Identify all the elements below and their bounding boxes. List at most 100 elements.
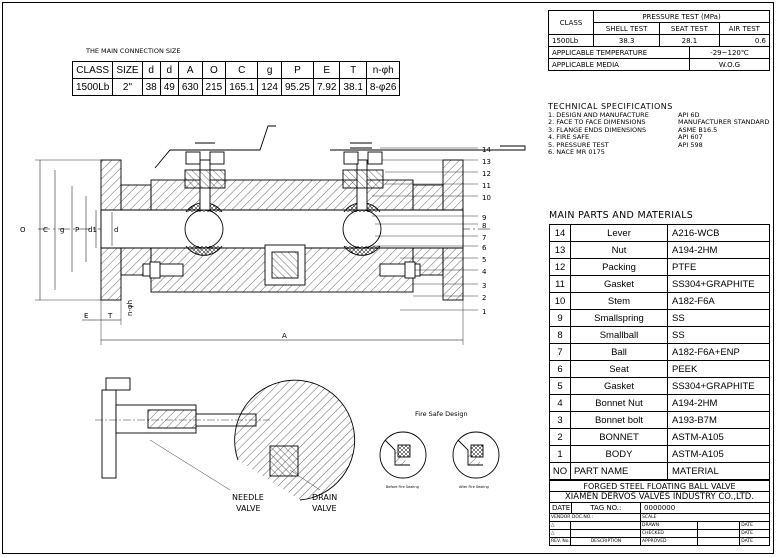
parts-footer-name: PART NAME xyxy=(570,462,668,480)
callout-14: 14 xyxy=(482,146,491,154)
needle-valve-label-2: VALVE xyxy=(236,504,261,513)
callout-11: 11 xyxy=(482,182,491,190)
parts-no: 9 xyxy=(549,309,571,327)
tb-rev-mark-1: △ xyxy=(549,521,571,530)
dim-t: T xyxy=(107,312,113,320)
parts-no: 11 xyxy=(549,275,571,293)
parts-mat: A194-2HM xyxy=(667,241,770,259)
parts-name: Smallspring xyxy=(570,309,668,327)
parts-name: Stem xyxy=(570,292,668,310)
parts-no: 2 xyxy=(549,428,571,446)
title-block: FORGED STEEL FLOATING BALL VALVE XIAMEN … xyxy=(548,480,770,546)
dim-nh: n-φh xyxy=(126,300,134,316)
dim-c: C xyxy=(43,226,48,234)
callout-12: 12 xyxy=(482,170,491,178)
parts-name: Bonnet Nut xyxy=(570,394,668,412)
connection-value-5: 215 xyxy=(201,78,227,96)
tb-product: FORGED STEEL FLOATING BALL VALVE xyxy=(549,480,770,492)
tech-item: 1. DESIGN AND MANUFACTURE API 6D xyxy=(548,110,769,120)
dim-a: A xyxy=(282,332,287,340)
tb-description: DESCRIPTION xyxy=(569,537,642,546)
parts-mat: SS304+GRAPHITE xyxy=(667,377,770,395)
connection-value-6: 165.1 xyxy=(225,78,259,96)
connection-value-11: 8-φ26 xyxy=(365,78,401,96)
parts-name: BONNET xyxy=(570,428,668,446)
callout-2: 2 xyxy=(482,294,486,302)
pt-temp-label: APPLICABLE TEMPERATURE xyxy=(548,46,690,59)
parts-no: 8 xyxy=(549,326,571,344)
parts-no: 10 xyxy=(549,292,571,310)
fire-safe-title: Fire Safe Design xyxy=(415,410,468,418)
before-fire-circle xyxy=(379,431,427,479)
pt-seat-value: 28.1 xyxy=(659,34,720,47)
tech-item-key: 1. DESIGN AND MANUFACTURE xyxy=(548,110,649,119)
tech-item: 3. FLANGE ENDS DIMENSIONS ASME B16.5 xyxy=(548,125,769,135)
dim-g: g xyxy=(60,226,64,234)
parts-mat: A182-F6A xyxy=(667,292,770,310)
tb-date-3: DATE xyxy=(739,537,770,546)
pt-media-value: W.O.G xyxy=(688,58,771,71)
dim-o: O xyxy=(20,226,26,234)
tech-item: 6. NACE MR 0175 xyxy=(548,148,769,157)
tech-item-value: API 6D xyxy=(678,110,700,119)
parts-name: Nut xyxy=(570,241,668,259)
parts-name: Lever xyxy=(570,224,668,242)
drain-valve-label-2: VALVE xyxy=(312,504,337,513)
callout-4: 4 xyxy=(482,268,487,276)
parts-no: 4 xyxy=(549,394,571,412)
lever-right xyxy=(330,145,526,151)
drain-valve-label-1: DRAIN xyxy=(312,493,337,502)
parts-name: Smallball xyxy=(570,326,668,344)
tb-date-1: DATE xyxy=(739,521,770,530)
pt-temp-value: -29~120℃ xyxy=(688,46,771,59)
parts-name: BODY xyxy=(570,445,668,463)
tech-item-key: 3. FLANGE ENDS DIMENSIONS xyxy=(548,125,647,134)
callout-1: 1 xyxy=(482,308,486,316)
dim-d1: d1 xyxy=(88,226,97,234)
before-fire-label: Before Fire Sealing xyxy=(386,485,419,489)
connection-value-1: 2" xyxy=(112,78,143,96)
parts-mat: A193-B7M xyxy=(667,411,770,429)
callout-6: 6 xyxy=(482,244,487,252)
tb-rev-no: REV. No. xyxy=(549,537,571,546)
parts-mat: PTFE xyxy=(667,258,770,276)
connection-value-2: 38 xyxy=(141,78,161,96)
pt-col-seat: SEAT TEST xyxy=(659,22,720,35)
callout-3: 3 xyxy=(482,282,486,290)
tb-checked: CHECKED xyxy=(640,529,699,538)
tb-scale: SCALE xyxy=(640,513,770,522)
tb-date-2: DATE xyxy=(739,529,770,538)
pt-class-value: 1500Lb xyxy=(548,34,594,47)
tech-item-key: 6. NACE MR 0175 xyxy=(548,148,605,156)
pt-col-air: AIR TEST xyxy=(718,22,771,35)
parts-name: Packing xyxy=(570,258,668,276)
parts-no: 5 xyxy=(549,377,571,395)
parts-footer-mat: MATERIAL xyxy=(667,462,770,480)
dim-p: P xyxy=(75,226,79,234)
lever-left xyxy=(154,125,276,169)
tb-date-label: DATE xyxy=(549,502,572,514)
pt-col-shell: SHELL TEST xyxy=(592,22,661,35)
needle-valve-label-1: NEEDLE xyxy=(232,493,264,502)
tech-item-key: 5. PRESSURE TEST xyxy=(548,140,609,149)
pt-shell-value: 38.3 xyxy=(592,34,661,47)
parts-mat: SS xyxy=(667,309,770,327)
tech-item-value: ASME B16.5 xyxy=(678,125,718,134)
parts-mat: SS304+GRAPHITE xyxy=(667,275,770,293)
connection-header-1: SIZE xyxy=(112,61,143,79)
parts-name: Gasket xyxy=(570,275,668,293)
parts-no: 1 xyxy=(549,445,571,463)
